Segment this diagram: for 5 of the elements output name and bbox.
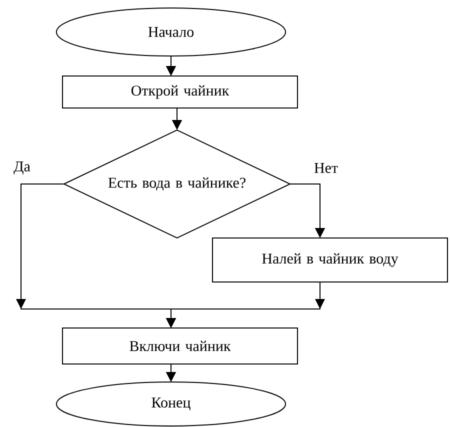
process-box: Включи чайник <box>62 328 298 364</box>
process-box: Открой чайник <box>62 76 298 108</box>
process-box: Налей в чайник воду <box>212 238 448 282</box>
edge-label: Да <box>14 162 30 174</box>
edge-label: Нет <box>314 163 338 173</box>
